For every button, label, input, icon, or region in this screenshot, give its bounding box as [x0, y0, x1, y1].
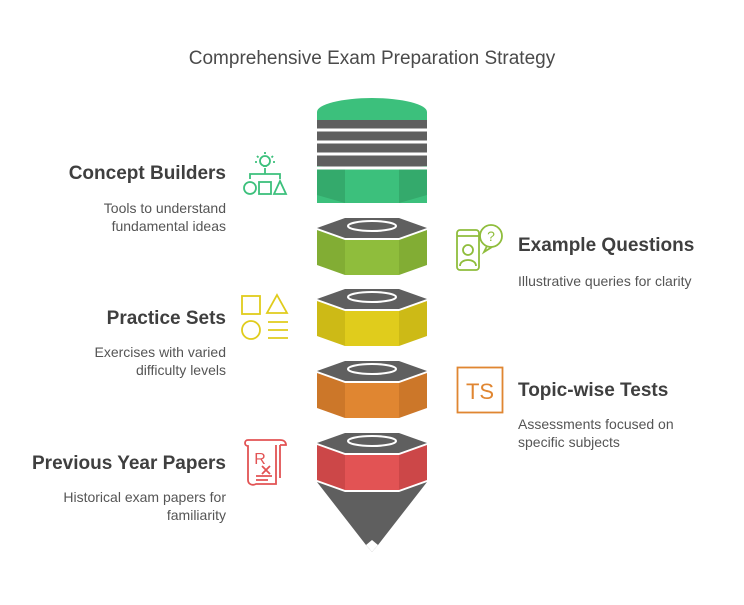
topic-wise-tests-description: Assessments focused on specific subjects [518, 415, 728, 451]
phone-question-icon: ? [456, 224, 503, 271]
page-title: Comprehensive Exam Preparation Strategy [188, 48, 556, 69]
topic-wise-tests-desc-line2: specific subjects [518, 434, 620, 450]
concept-builders-heading: Concept Builders [68, 163, 226, 184]
concept-builders-desc-line2: fundamental ideas [111, 218, 226, 234]
segment-green [317, 98, 427, 203]
previous-year-papers-desc-line1: Historical exam papers for [63, 489, 226, 505]
topic-wise-tests-heading: Topic-wise Tests [518, 380, 669, 401]
ts-icon-text: TS [466, 379, 494, 404]
segment-orange [317, 361, 427, 418]
svg-text:?: ? [487, 228, 495, 244]
example-questions-heading: Example Questions [518, 235, 695, 256]
practice-sets-desc-line1: Exercises with varied [94, 344, 227, 360]
practice-sets-desc-line2: difficulty levels [135, 362, 226, 378]
example-questions-desc-line1: Illustrative queries for clarity [518, 273, 692, 289]
previous-year-papers-desc-line2: familiarity [166, 507, 226, 523]
rx-scroll-icon: R [244, 439, 287, 486]
concept-builders-description: Tools to understand fundamental ideas [26, 199, 226, 235]
idea-shapes-icon [243, 152, 288, 195]
previous-year-papers-heading: Previous Year Papers [32, 453, 226, 474]
segment-lime [317, 218, 427, 275]
concept-builders-desc-line1: Tools to understand [103, 200, 226, 216]
segment-yellow [317, 289, 427, 346]
previous-year-papers-description: Historical exam papers for familiarity [6, 488, 226, 524]
practice-sets-heading: Practice Sets [106, 308, 226, 329]
example-questions-description: Illustrative queries for clarity [518, 272, 728, 290]
practice-sets-description: Exercises with varied difficulty levels [26, 343, 227, 379]
rx-icon-text: R [254, 451, 266, 468]
ts-icon: TS [456, 366, 504, 414]
segment-red [317, 433, 427, 490]
shapes-list-icon [241, 293, 289, 340]
topic-wise-tests-desc-line1: Assessments focused on [518, 416, 674, 432]
pencil-tip [317, 482, 427, 552]
